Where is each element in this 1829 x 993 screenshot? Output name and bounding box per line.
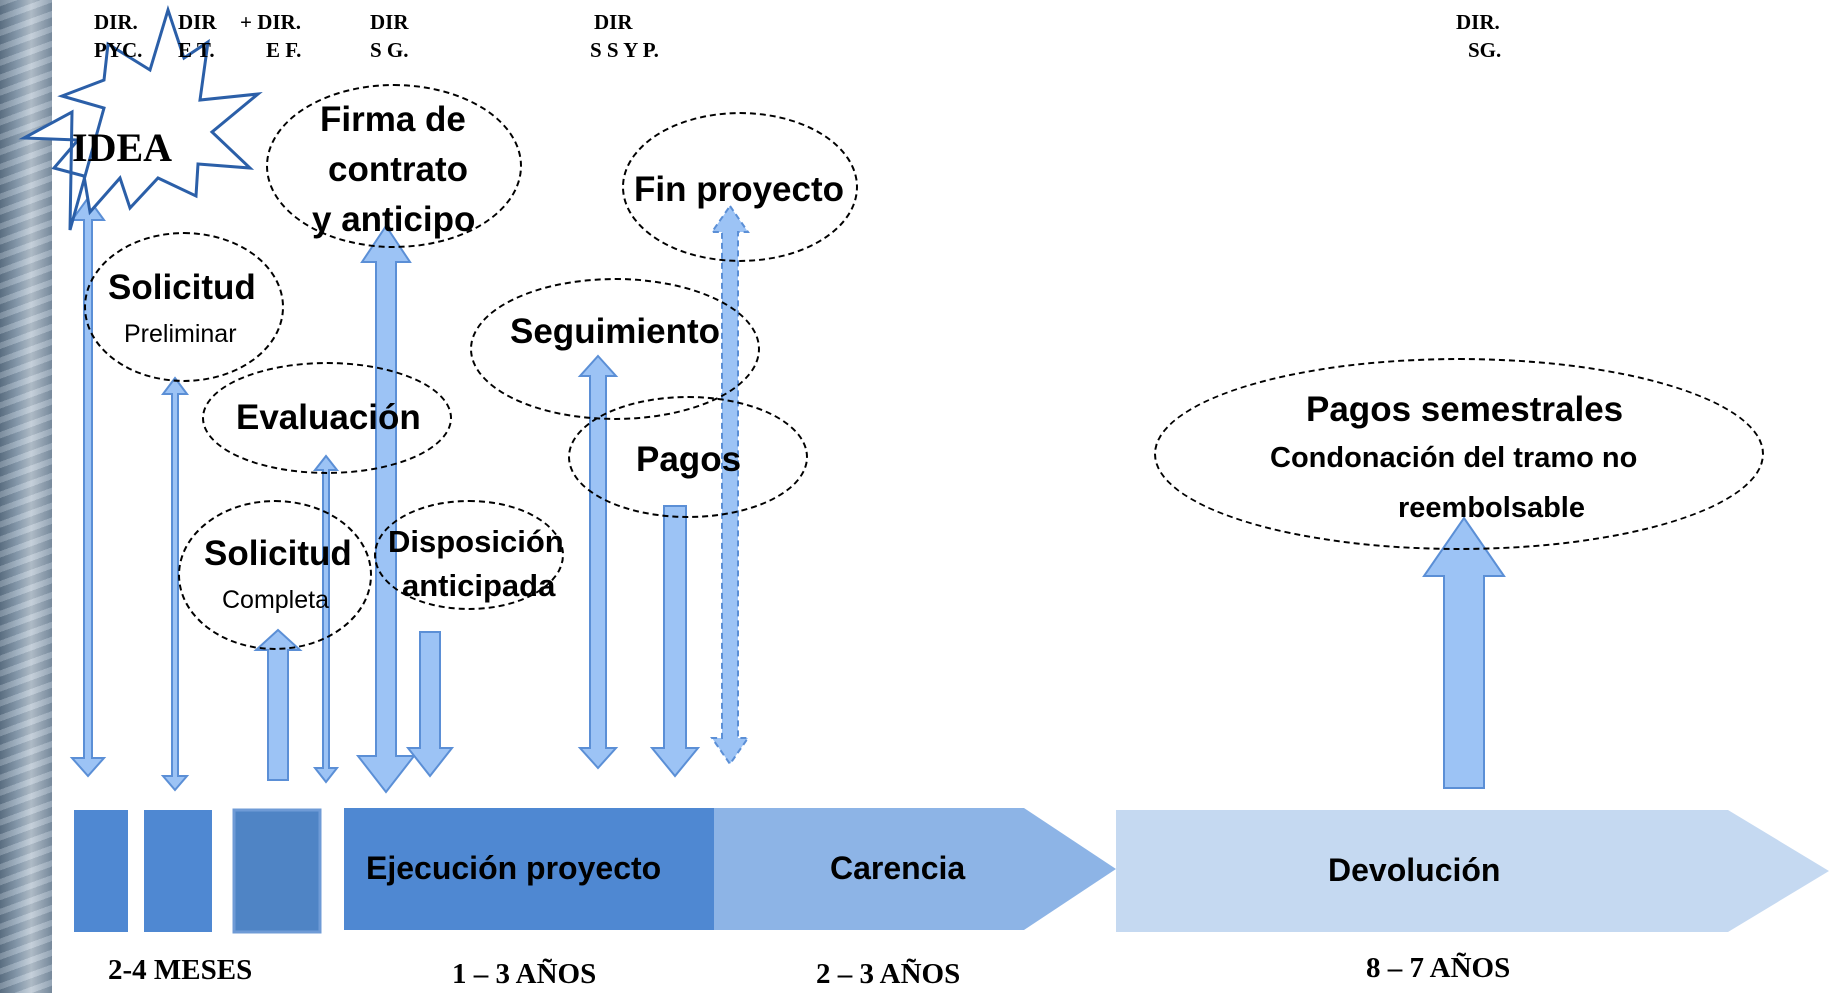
double-arrow-firma — [355, 224, 417, 794]
double-arrow-pyc — [69, 196, 107, 778]
solicitud-completa-sub: Completa — [222, 586, 329, 614]
phase-block-3 — [232, 808, 322, 934]
down-arrow-disposicion — [405, 631, 455, 778]
idea-label: IDEA — [72, 125, 173, 170]
fin-proyecto-label: Fin proyecto — [634, 170, 845, 209]
director-pyc: DIR.PYC. — [94, 10, 143, 62]
solicitud-completa-title: Solicitud — [204, 534, 352, 573]
carencia-label: Carencia — [830, 850, 966, 886]
idea-starburst — [18, 5, 263, 231]
pagos-semestrales-line-2: Condonación del tramo no — [1270, 442, 1638, 474]
director-sg-2: DIR.SG. — [1456, 10, 1502, 62]
evaluacion-label: Evaluación — [236, 398, 421, 437]
ellipse-solicitud-completa — [178, 500, 372, 650]
solicitud-preliminar-sub: Preliminar — [124, 320, 237, 348]
devolucion-arrow — [1116, 810, 1829, 932]
ellipse-pagos — [568, 396, 808, 518]
phase-block-2 — [144, 810, 212, 932]
devolucion-label: Devolución — [1328, 852, 1501, 888]
double-arrow-et — [160, 376, 190, 792]
ellipse-evaluacion — [202, 362, 452, 474]
director-ef: + DIR.E F. — [240, 10, 302, 62]
ellipse-pagos-semestrales — [1154, 358, 1764, 550]
ejecucion-label: Ejecución proyecto — [366, 850, 662, 886]
firma-line-1: Firma de — [320, 100, 466, 139]
pagos-semestrales-line-1: Pagos semestrales — [1306, 390, 1624, 429]
duration-ejecucion: 1 – 3 AÑOS — [452, 958, 597, 990]
duration-meses: 2-4 MESES — [108, 954, 253, 986]
disposicion-line-1: Disposición — [388, 524, 564, 559]
firma-line-2: contrato — [328, 150, 468, 189]
ellipse-solicitud-preliminar — [84, 232, 284, 382]
up-arrow-devolucion — [1422, 516, 1506, 789]
pagos-label: Pagos — [636, 440, 742, 479]
ellipse-fin-proyecto — [622, 112, 858, 262]
ellipse-disposicion — [374, 500, 564, 610]
solicitud-preliminar-title: Solicitud — [108, 268, 256, 307]
ellipse-firma — [266, 84, 522, 248]
firma-line-3: y anticipo — [312, 200, 476, 239]
duration-carencia: 2 – 3 AÑOS — [816, 958, 961, 990]
duration-devolucion: 8 – 7 AÑOS — [1366, 952, 1511, 984]
down-arrow-pagos — [649, 505, 701, 778]
ejecucion-block — [344, 808, 714, 930]
phase-block-1 — [74, 810, 128, 932]
up-arrow-solicitud — [253, 628, 303, 781]
carencia-arrow — [714, 808, 1116, 930]
seguimiento-label: Seguimiento — [510, 312, 721, 351]
disposicion-line-2: anticipada — [402, 568, 556, 603]
side-texture — [0, 0, 52, 993]
pagos-semestrales-line-3: reembolsable — [1398, 492, 1585, 524]
